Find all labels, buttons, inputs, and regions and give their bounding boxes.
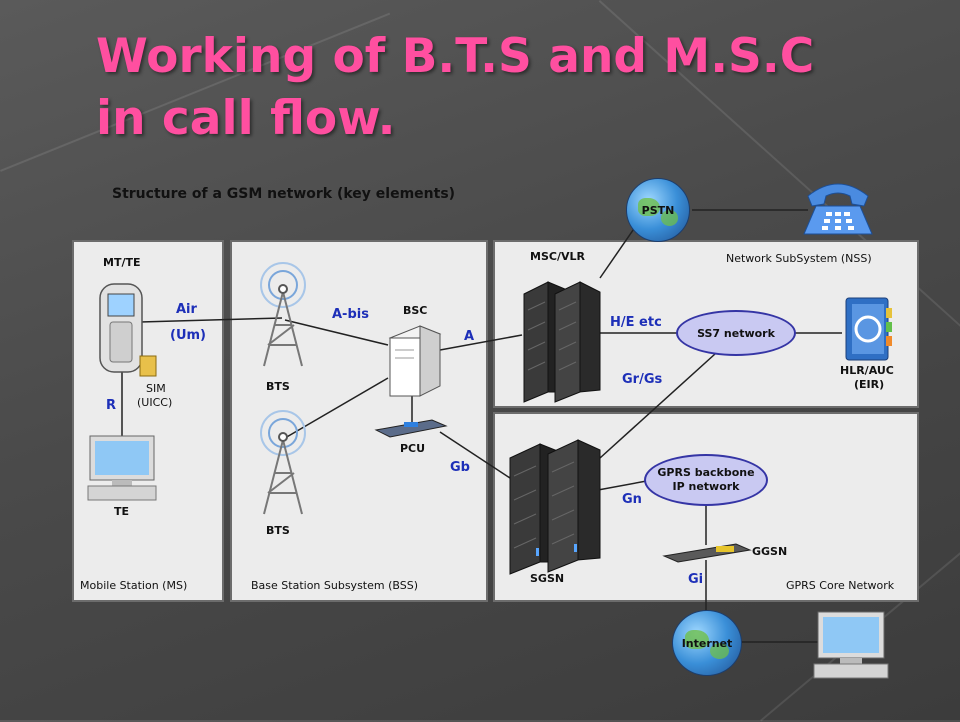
gb-interface-label: Gb: [450, 460, 470, 475]
sim-card-icon: [139, 355, 157, 377]
diagram-caption: Structure of a GSM network (key elements…: [112, 186, 456, 202]
sim-label: SIM: [146, 382, 166, 395]
r-interface-label: R: [106, 398, 117, 413]
um-interface-label: (Um): [170, 328, 206, 343]
gn-interface-label: Gn: [622, 492, 642, 507]
panel-mobile-station: [72, 240, 224, 602]
pcu-device-icon: [374, 419, 448, 438]
bts-tower-top-icon: [260, 262, 306, 367]
hlr-auc-label: HLR/AUC: [840, 364, 894, 377]
bts-top-bsc-link: [284, 319, 389, 346]
gb-link: [439, 431, 511, 479]
slide-title-line2: in call flow.: [96, 91, 396, 146]
sim-uicc-label: (UICC): [137, 396, 173, 409]
panel-nss-title: Network SubSystem (NSS): [726, 252, 872, 265]
air-link: [139, 317, 283, 323]
pstn-globe-icon: PSTN: [626, 178, 690, 242]
grgs-link: [599, 353, 716, 459]
internet-globe-icon: Internet: [672, 610, 742, 676]
pcu-label: PCU: [400, 442, 426, 455]
hlr-database-icon: [845, 297, 892, 361]
abis-interface-label: A-bis: [332, 307, 369, 322]
panel-bss: [230, 240, 488, 602]
internet-label: Internet: [681, 636, 733, 650]
panel-ms-title: Mobile Station (MS): [80, 579, 188, 592]
grgs-interface-label: Gr/Gs: [622, 372, 663, 387]
bsc-label: BSC: [403, 304, 428, 317]
msc-rack-icon: [523, 281, 601, 403]
bts-top-label: BTS: [266, 380, 290, 393]
te-computer-icon: [87, 435, 157, 501]
telephone-icon: [803, 183, 873, 235]
bts-tower-bottom-icon: [260, 410, 306, 515]
a-link: [439, 334, 523, 351]
sgsn-label: SGSN: [530, 572, 565, 585]
connection-lines: [121, 209, 842, 643]
bts-bottom-label: BTS: [266, 524, 290, 537]
internet-computer-icon: [813, 611, 889, 679]
slide-title-line1: Working of B.T.S and M.S.C: [96, 29, 815, 84]
mt-te-label: MT/TE: [103, 256, 141, 269]
slide-title: Working of B.T.S and M.S.C in call flow.: [96, 26, 916, 150]
msc-vlr-label: MSC/VLR: [530, 250, 585, 263]
ggsn-label: GGSN: [752, 545, 788, 558]
panel-bss-title: Base Station Subsystem (BSS): [251, 579, 418, 592]
bts-bottom-bsc-link: [284, 377, 389, 439]
eir-label: (EIR): [854, 378, 885, 391]
panel-gprs-title: GPRS Core Network: [786, 579, 895, 592]
gn-link: [597, 479, 653, 491]
gprs-backbone-node: GPRS backbone IP network: [644, 454, 768, 506]
mobile-phone-icon: [99, 283, 143, 373]
ggsn-device-icon: [662, 543, 752, 563]
pstn-label: PSTN: [641, 203, 675, 217]
te-label: TE: [114, 505, 130, 518]
a-interface-label: A: [464, 329, 475, 344]
ss7-network-node: SS7 network: [676, 310, 796, 356]
he-interface-label: H/E etc: [610, 315, 662, 330]
gi-interface-label: Gi: [688, 572, 704, 587]
air-interface-label: Air: [176, 302, 197, 317]
sgsn-rack-icon: [509, 439, 601, 575]
bsc-server-icon: [388, 325, 442, 397]
